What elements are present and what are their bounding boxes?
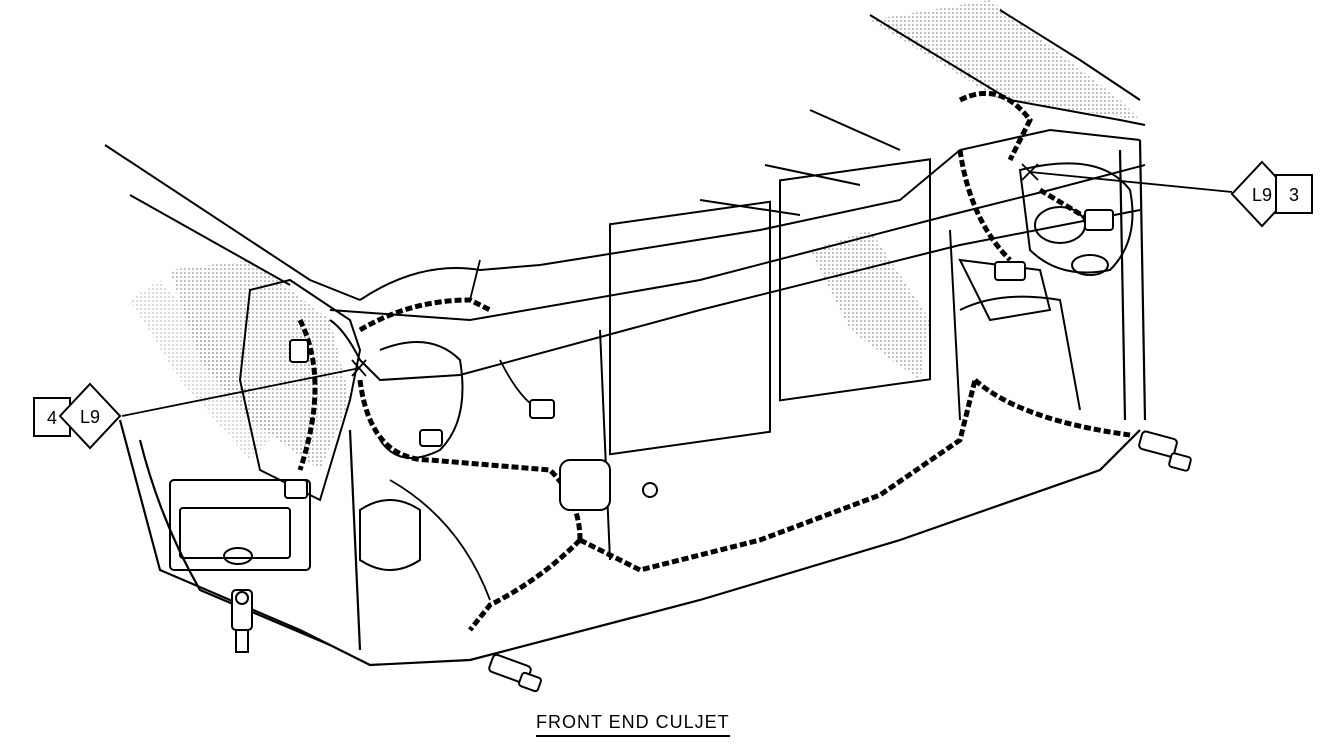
diagram-caption: FRONT END CULJET [536, 712, 730, 737]
callout-left-code: L9 [80, 407, 100, 427]
shading [130, 0, 1140, 470]
leader-lines [121, 163, 1233, 417]
radiator-support [599, 158, 1081, 561]
callout-right: L9 3 [1230, 160, 1313, 228]
callout-right-code: L9 [1252, 185, 1272, 205]
right-lamp [958, 162, 1134, 322]
callout-right-number: 3 [1289, 185, 1299, 205]
connectors [284, 209, 1114, 571]
sensor-center [488, 653, 542, 693]
front-panel [118, 139, 1147, 667]
sensor-right [1138, 430, 1192, 472]
callout-left: 4 L9 [33, 382, 122, 450]
callout-left-number: 4 [47, 408, 57, 428]
body-outlines [104, 9, 1146, 382]
sensor-left [231, 589, 253, 653]
wiring-harness [297, 90, 1131, 632]
